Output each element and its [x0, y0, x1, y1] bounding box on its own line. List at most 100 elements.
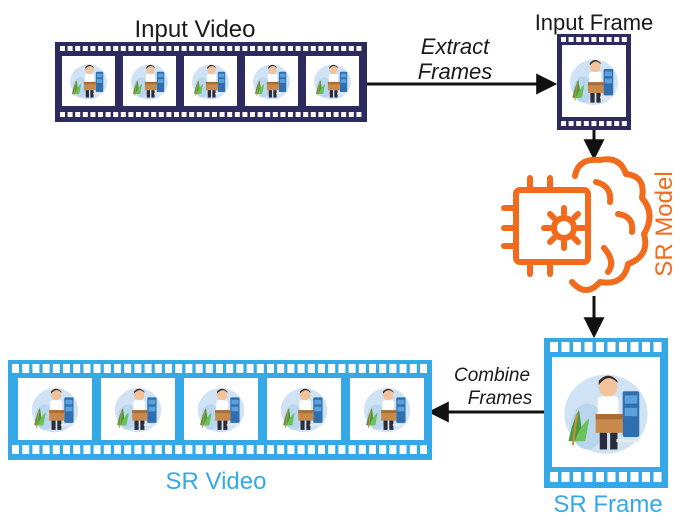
sprocket-hole [226, 364, 234, 373]
sprocket-hole [236, 445, 244, 454]
input-frame-film-frame-icon [557, 34, 631, 130]
sprocket-hole [596, 472, 604, 482]
sprocket-hole [338, 445, 346, 454]
sprocket-hole [318, 112, 324, 117]
sprocket-hole [599, 37, 604, 42]
sprocket-hole [606, 121, 612, 126]
sprocket-hole [154, 445, 162, 454]
sprocket-hole [242, 46, 248, 51]
sprocket-hole [287, 445, 295, 454]
sr-frame-film-frame-icon [544, 338, 668, 488]
extract-label-line1: Extract [421, 34, 490, 59]
sprocket-hole [420, 445, 427, 454]
sprocket-hole [98, 46, 103, 51]
sprocket-hole [181, 46, 187, 51]
sprocket-hole [82, 46, 88, 51]
input-video-film-strip-icon [55, 42, 367, 122]
sprocket-hole [348, 364, 356, 373]
sprocket-hole [185, 364, 193, 373]
sprocket-hole [73, 445, 81, 454]
frame-thumbnail [252, 63, 291, 100]
sprocket-hole [310, 46, 316, 51]
sprocket-hole [234, 112, 240, 117]
sprocket-hole [143, 112, 149, 117]
sprocket-hole [576, 121, 582, 126]
sr-frame-sprocket-holes-bottom [550, 472, 662, 482]
sprocket-hole [280, 46, 286, 51]
sprocket-hole [265, 46, 271, 51]
sprocket-hole [573, 342, 581, 352]
sprocket-hole [619, 342, 627, 352]
sprocket-hole [93, 445, 101, 454]
sprocket-hole [227, 112, 233, 117]
sprocket-hole [348, 112, 354, 117]
sprocket-hole [22, 364, 30, 373]
sprocket-hole [379, 364, 387, 373]
sprocket-hole [93, 364, 101, 373]
sprocket-hole [326, 112, 331, 117]
sprocket-hole [318, 445, 325, 454]
sprocket-hole [128, 46, 134, 51]
sprocket-hole [267, 445, 274, 454]
sprocket-hole [154, 364, 162, 373]
frame-thumbnail [31, 387, 79, 433]
sprocket-hole [136, 112, 141, 117]
sprocket-hole [369, 445, 376, 454]
sprocket-hole [181, 112, 187, 117]
sprocket-hole [113, 112, 119, 117]
sprocket-hole [227, 46, 233, 51]
sprocket-hole [584, 342, 593, 352]
sprocket-hole [420, 364, 427, 373]
sprocket-hole [158, 46, 164, 51]
sprocket-hole [82, 112, 88, 117]
sprocket-hole [599, 121, 604, 126]
sr-frame-sprocket-holes-top [550, 342, 662, 352]
sprocket-hole [189, 112, 195, 117]
sprocket-hole [113, 46, 119, 51]
sprocket-hole [619, 472, 627, 482]
sprocket-hole [573, 472, 581, 482]
input-frame-sprocket-holes-top [561, 37, 627, 42]
sprocket-hole [630, 472, 639, 482]
sprocket-hole [583, 37, 589, 42]
sprocket-hole [369, 364, 376, 373]
sprocket-hole [205, 364, 213, 373]
sprocket-hole [389, 364, 397, 373]
sprocket-hole [165, 364, 172, 373]
sprocket-hole [32, 445, 40, 454]
frame-thumbnail [69, 63, 108, 100]
sprocket-hole [212, 46, 217, 51]
sprocket-hole [120, 46, 126, 51]
sprocket-hole [128, 112, 134, 117]
sprocket-hole [52, 445, 60, 454]
sprocket-hole [219, 112, 225, 117]
sprocket-hole [114, 445, 121, 454]
sprocket-hole [642, 342, 650, 352]
sprocket-hole [257, 112, 263, 117]
sprocket-hole [272, 46, 278, 51]
input-video-label: Input Video [135, 16, 256, 43]
sprocket-hole [348, 46, 354, 51]
sprocket-hole [297, 445, 305, 454]
sprocket-hole [250, 112, 255, 117]
sprocket-hole [584, 472, 593, 482]
sprocket-hole [341, 112, 347, 117]
sprocket-hole [175, 445, 183, 454]
sprocket-hole [287, 364, 295, 373]
sprocket-hole [614, 37, 620, 42]
sprocket-hole [576, 37, 582, 42]
sprocket-hole [226, 445, 234, 454]
sprocket-hole [144, 445, 152, 454]
sprocket-hole [175, 364, 183, 373]
sprocket-hole [409, 445, 417, 454]
sprocket-hole [105, 112, 111, 117]
sprocket-hole [219, 46, 225, 51]
sprocket-hole [246, 445, 254, 454]
sprocket-hole [12, 364, 19, 373]
sprocket-hole [277, 364, 285, 373]
sprocket-hole [204, 46, 210, 51]
sprocket-hole [318, 46, 324, 51]
sprocket-hole [216, 364, 223, 373]
sprocket-hole [348, 445, 356, 454]
sprocket-hole [103, 364, 111, 373]
